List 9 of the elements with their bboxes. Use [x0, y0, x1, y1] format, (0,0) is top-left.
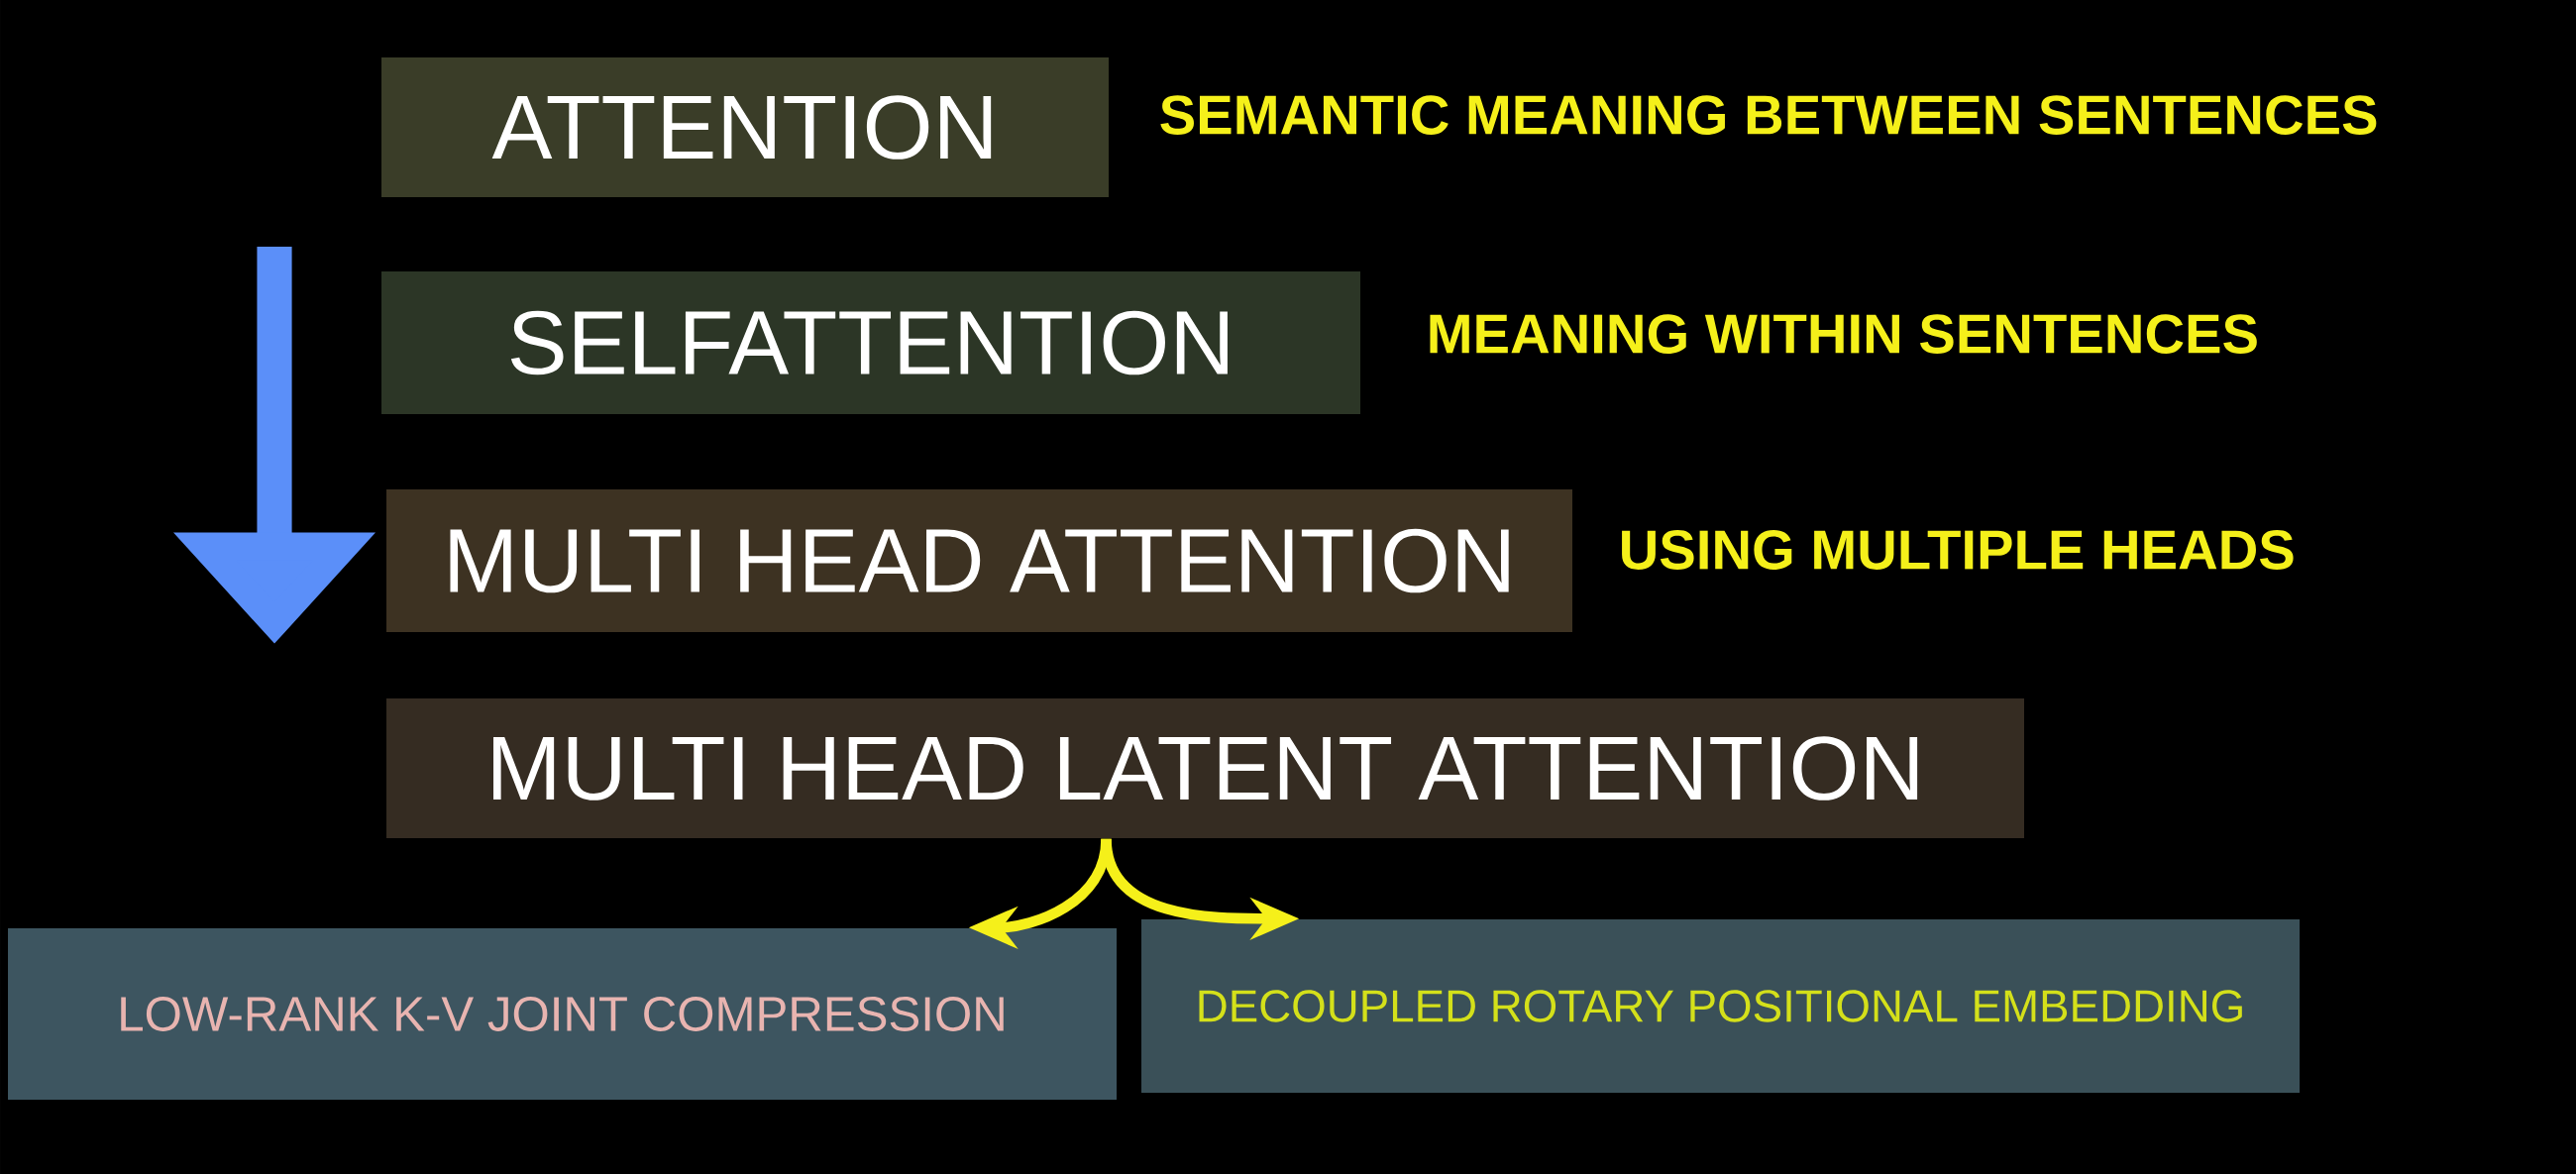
- label-box: DECOUPLED ROTARY POSITIONAL EMBEDDING: [1141, 919, 2300, 1093]
- label-box: SELFATTENTION: [381, 271, 1360, 414]
- label-box: LOW-RANK K-V JOINT COMPRESSION: [8, 928, 1117, 1100]
- label-box: MULTI HEAD LATENT ATTENTION: [386, 698, 2024, 838]
- side-note: USING MULTIPLE HEADS: [1622, 530, 2294, 570]
- side-note: MEANING WITHIN SENTENCES: [1430, 314, 2257, 354]
- side-note: SEMANTIC MEANING BETWEEN SENTENCES: [1160, 95, 2377, 135]
- label-box: ATTENTION: [381, 57, 1109, 197]
- label-box: MULTI HEAD ATTENTION: [386, 489, 1572, 632]
